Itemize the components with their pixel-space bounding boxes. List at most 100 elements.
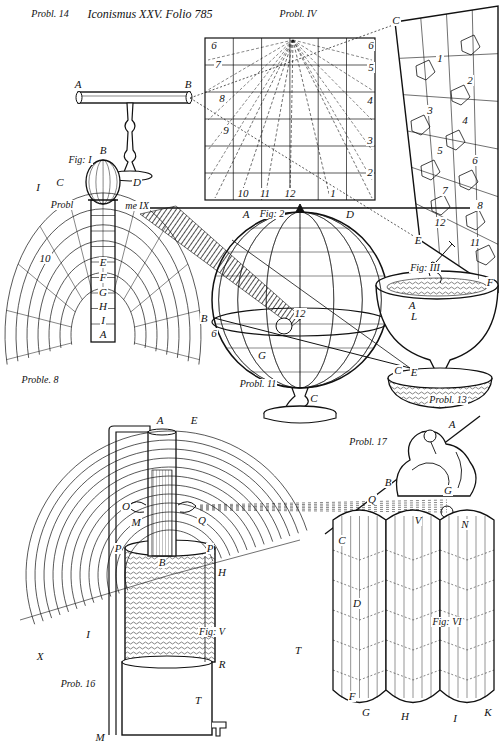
- engraving-stroke: [116, 521, 221, 593]
- callout-letter: F: [348, 691, 357, 702]
- callout-letter: T: [194, 695, 202, 706]
- engraving-stroke: [476, 245, 495, 265]
- engraving-stroke: [125, 530, 213, 590]
- callout-letter: 12: [294, 308, 307, 319]
- callout-letter: 4: [461, 115, 469, 126]
- figure-caption: Fig: 2: [259, 209, 286, 219]
- callout-letter: 3: [426, 105, 434, 116]
- engraving-stroke: [238, 212, 363, 388]
- engraving-stroke: [91, 246, 115, 247]
- engraving-stroke: [71, 476, 264, 609]
- callout-letter: 11: [469, 237, 481, 248]
- figure-caption: Fig: VI: [431, 617, 462, 627]
- callout-letter: B: [158, 557, 167, 568]
- callout-letter: 1: [436, 53, 444, 64]
- callout-letter: 3: [366, 135, 374, 146]
- engraving-stroke: [26, 431, 307, 624]
- callout-letter: I: [35, 182, 41, 193]
- tap: [212, 722, 226, 736]
- callout-letter: E: [414, 235, 423, 246]
- callout-letter: 6: [471, 155, 479, 166]
- engraving-stroke: [5, 193, 201, 365]
- callout-letter: I: [85, 629, 91, 640]
- engraving-stroke: [299, 212, 300, 388]
- callout-letter: 8: [218, 93, 226, 104]
- callout-letter: A: [408, 300, 417, 311]
- engraving-stroke: [350, 516, 351, 698]
- engraving-stroke: [440, 640, 494, 650]
- callout-letter: A: [74, 79, 83, 90]
- engraving-stroke: [226, 252, 374, 253]
- callout-letter: G: [98, 287, 108, 298]
- figure-caption: Probl: [50, 200, 74, 210]
- engraving-stroke: [89, 494, 247, 603]
- figure-caption: Fig: V: [198, 627, 226, 637]
- callout-letter: G: [443, 485, 453, 496]
- engraving-stroke: [44, 449, 290, 618]
- figure-caption: Fig: I: [67, 155, 92, 165]
- engraving-stroke: [38, 241, 168, 355]
- sundial-grid: [205, 38, 375, 200]
- callout-letter: F: [486, 277, 495, 288]
- callout-letter: E: [99, 257, 108, 268]
- callout-letter: 6: [210, 328, 218, 339]
- figure-caption: Fig: III: [409, 263, 441, 273]
- callout-letter: B: [200, 313, 209, 324]
- figure-caption: Probl. 13: [428, 395, 467, 405]
- engraving-stroke: [208, 40, 293, 120]
- callout-letter: 2: [466, 75, 474, 86]
- callout-letter: M: [130, 517, 141, 528]
- telescope-stand: [124, 103, 136, 172]
- engraving-stroke: [333, 640, 386, 650]
- callout-letter: E: [190, 415, 199, 426]
- callout-letter: 9: [222, 125, 230, 136]
- callout-letter: X: [36, 651, 45, 662]
- callout-letter: C: [309, 393, 318, 404]
- callout-letter: P: [114, 543, 123, 554]
- engraving-stroke: [476, 516, 477, 698]
- engraving-stroke: [114, 202, 137, 292]
- engraving-stroke: [404, 516, 405, 698]
- engraving-stroke: [200, 502, 447, 506]
- engraving-stroke: [346, 38, 347, 200]
- engraving-stroke: [208, 40, 293, 180]
- callout-letter: N: [460, 519, 469, 530]
- callout-letter: 6: [210, 40, 218, 51]
- engraving-stroke: [377, 516, 378, 698]
- engraving-stroke: [293, 40, 330, 198]
- engraving-stroke: [440, 670, 494, 680]
- callout-letter: 5: [367, 62, 375, 73]
- telescope-tube: [78, 92, 190, 103]
- engraving-stroke: [431, 516, 432, 698]
- engraving-stroke: [219, 212, 382, 388]
- engraving-stroke: [62, 467, 273, 612]
- engraving-stroke: [333, 580, 386, 590]
- engraving-stroke: [240, 40, 293, 198]
- engraving-stroke: [449, 516, 450, 698]
- engraving-stroke: [200, 507, 447, 509]
- callout-letter: L: [410, 311, 418, 322]
- engraving-stroke: [89, 160, 103, 204]
- engraving-stroke: [91, 231, 115, 232]
- engraving-stroke: [131, 264, 188, 312]
- engraving-stroke: [485, 516, 486, 698]
- callout-letter: G: [361, 707, 371, 718]
- engraving-stroke: [293, 40, 372, 120]
- engraving-stroke: [293, 40, 372, 180]
- engraving-stroke: [461, 35, 480, 55]
- engraving-stroke: [386, 670, 440, 680]
- callout-letter: 7: [441, 185, 449, 196]
- column-flute: [440, 510, 494, 703]
- engraving-stroke: [431, 195, 450, 215]
- engraving-stroke: [266, 212, 334, 388]
- callout-letter: A: [242, 209, 251, 220]
- engraving-stroke: [107, 512, 230, 597]
- engraving-stroke: [215, 40, 293, 198]
- cistern: [122, 662, 212, 735]
- engraving-stroke: [261, 38, 262, 200]
- engraving-stroke: [249, 372, 350, 373]
- vessel: [125, 548, 215, 662]
- engraving-stroke: [411, 115, 430, 135]
